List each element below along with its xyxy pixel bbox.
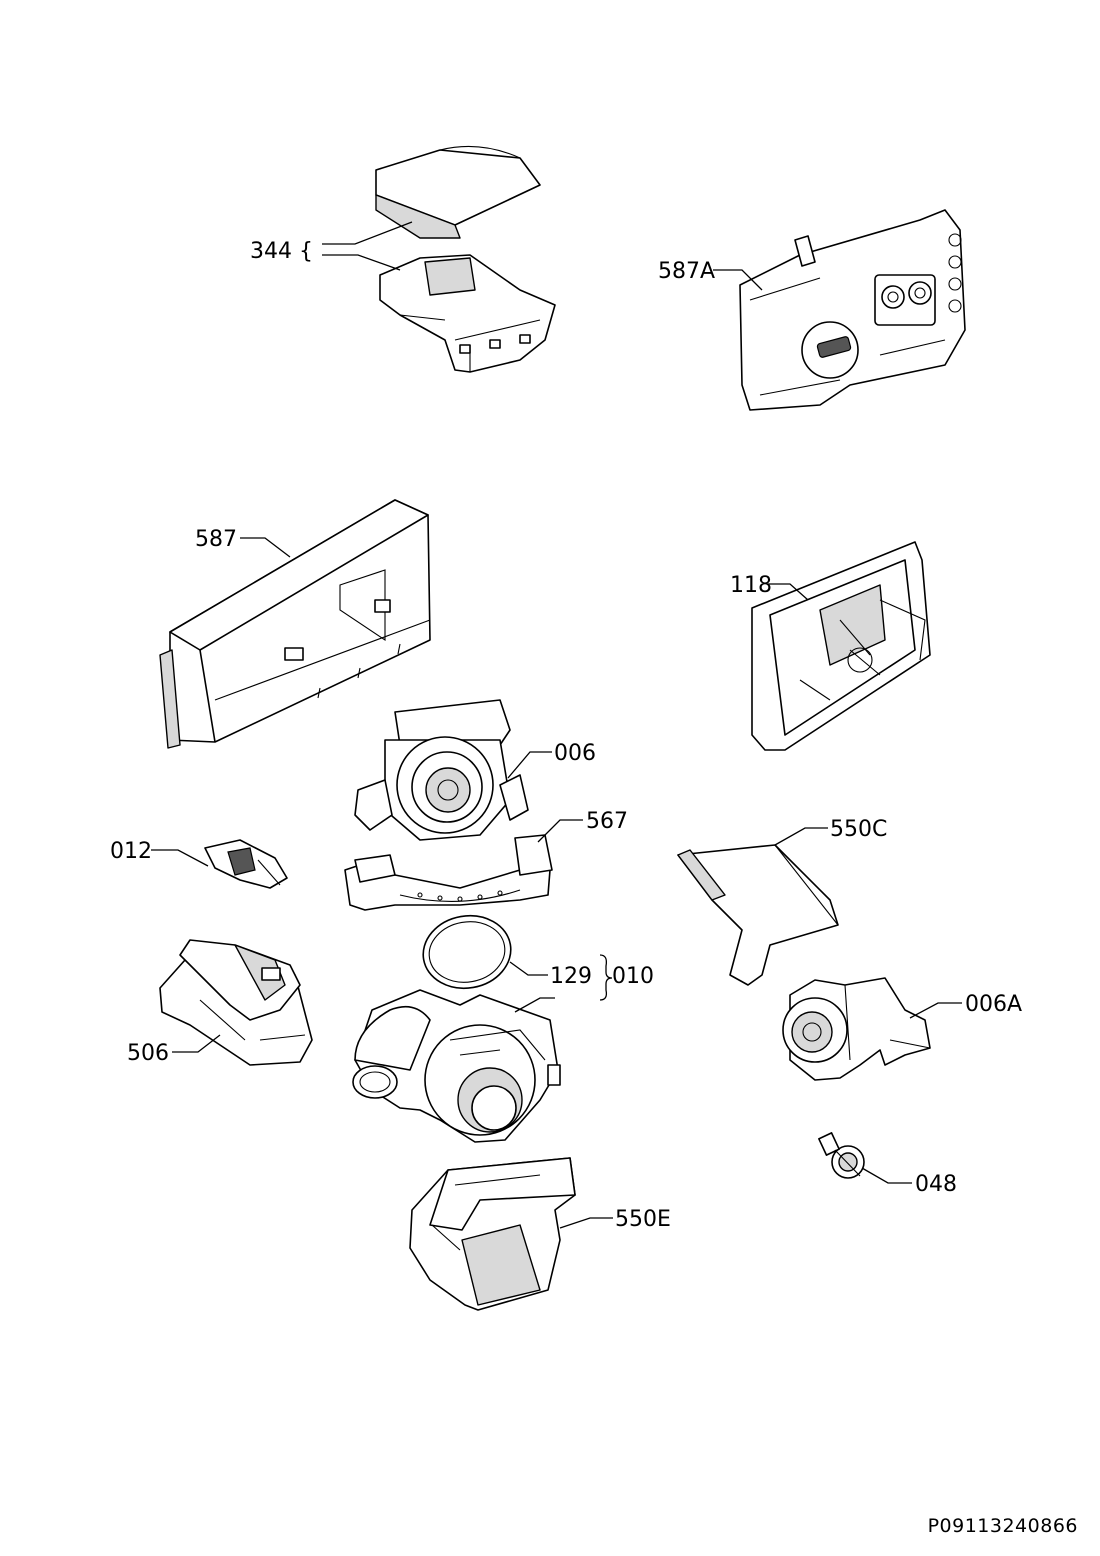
leader-344-top — [322, 221, 413, 245]
part-129 — [422, 914, 512, 990]
leader-567 — [537, 819, 583, 843]
part-550E — [409, 1157, 576, 1311]
part-506 — [159, 939, 313, 1066]
label-567: 567 — [586, 809, 628, 834]
part-006A — [782, 977, 931, 1081]
part-587A — [739, 209, 966, 411]
part-344-cover — [375, 145, 541, 239]
leader-012 — [151, 849, 209, 867]
part-587 — [159, 499, 431, 749]
leader-048 — [861, 1167, 912, 1184]
leader-006A — [909, 1002, 962, 1019]
part-006 — [354, 699, 529, 841]
label-006: 006 — [554, 741, 596, 766]
leader-129 — [509, 961, 548, 976]
brace-010 — [599, 954, 613, 1001]
label-344: 344 { — [250, 239, 313, 264]
part-550C — [677, 844, 839, 986]
label-010: 010 — [612, 964, 654, 989]
leader-587 — [240, 537, 291, 558]
leader-118 — [767, 583, 809, 601]
part-567 — [344, 834, 553, 911]
label-012: 012 — [110, 839, 152, 864]
document-id: P09113240866 — [927, 1515, 1078, 1537]
leader-010 — [514, 997, 555, 1013]
part-118 — [751, 541, 931, 751]
part-010 — [352, 989, 561, 1143]
label-550C: 550C — [830, 817, 887, 842]
label-048: 048 — [915, 1172, 957, 1197]
leader-550C — [774, 827, 828, 846]
part-012 — [204, 839, 288, 889]
leader-587A — [713, 269, 763, 291]
label-587: 587 — [195, 527, 237, 552]
label-550E: 550E — [615, 1207, 671, 1232]
label-118: 118 — [730, 573, 772, 598]
label-006A: 006A — [965, 992, 1022, 1017]
label-506: 506 — [127, 1041, 169, 1066]
part-048 — [818, 1132, 865, 1179]
label-587A: 587A — [658, 259, 715, 284]
leader-344-bottom — [322, 254, 401, 271]
leader-550E — [559, 1217, 613, 1229]
label-129: 129 — [550, 964, 592, 989]
part-344-module — [379, 254, 556, 373]
leader-506 — [172, 1034, 221, 1053]
leader-006 — [507, 751, 552, 779]
